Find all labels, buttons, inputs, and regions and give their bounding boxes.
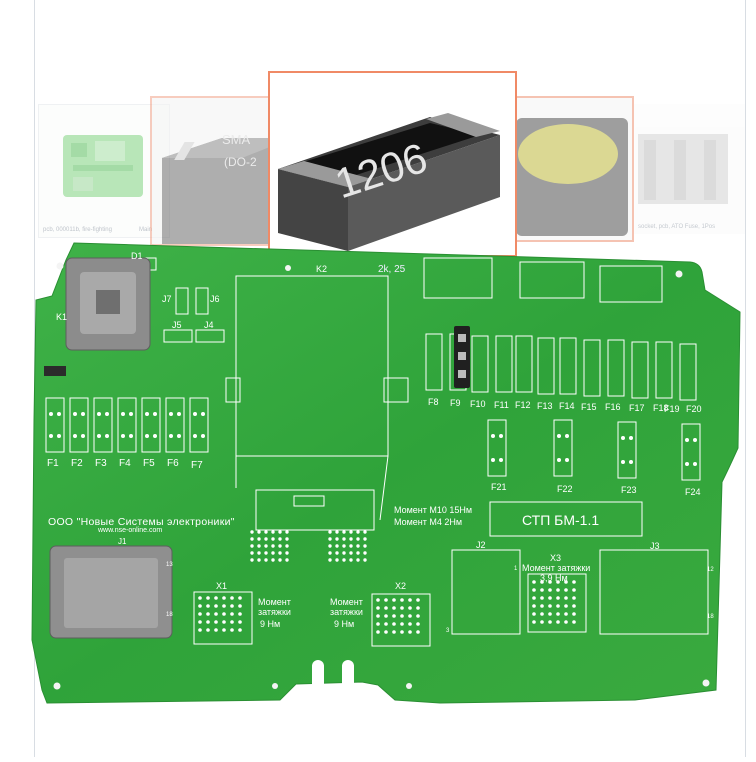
company-name: ООО "Новые Системы электроники" <box>48 516 235 528</box>
torque-m4: Момент М4 2Нм <box>394 517 463 527</box>
fuse-holder-icon <box>516 118 628 236</box>
window-border-right <box>745 0 746 757</box>
label-fuse-f18: F18 <box>653 403 669 413</box>
torque-m10: Момент М10 15Нм <box>394 505 473 515</box>
label-fuse-f10: F10 <box>470 399 486 409</box>
torque-x2-line1: Момент <box>330 597 363 607</box>
label-fuse-f16: F16 <box>605 402 621 412</box>
ato-socket-icon <box>638 134 728 204</box>
label-fuse-f7: F7 <box>191 460 203 471</box>
label-j6: J6 <box>210 294 220 304</box>
label-fuse-f3: F3 <box>95 458 107 469</box>
resistor-1206-icon: 1206 <box>278 113 500 251</box>
x3-torque-line2: 3,9 Нм <box>540 573 568 583</box>
label-j4: J4 <box>204 320 214 330</box>
label-partial: 2k, 25 <box>378 264 406 275</box>
label-fuse-f22: F22 <box>557 484 573 494</box>
label-fuse-f21: F21 <box>491 482 507 492</box>
x3-torque-line1: Момент затяжки <box>522 563 591 573</box>
label-fuse-f23: F23 <box>621 485 637 495</box>
thumbnail-fuse-holder[interactable] <box>508 96 634 242</box>
label-fuse-f4: F4 <box>119 458 131 469</box>
label-fuse-f14: F14 <box>559 401 575 411</box>
label-x3: X3 <box>550 553 562 563</box>
company-website: www.nse-online.com <box>98 527 163 534</box>
thumbnail-pcb-board[interactable]: pcb, 000011b, fire-fighting Main <box>38 104 170 238</box>
torque-x2-line2: затяжки <box>330 607 363 617</box>
thumbnail-ato-fuse-socket[interactable]: socket, pcb, ATO Fuse, 1Pos <box>634 104 745 234</box>
thumbnail-sma-diode[interactable]: SMA (DO-2 <box>150 96 290 246</box>
label-fuse-f15: F15 <box>581 402 597 412</box>
torque-x1-line2: затяжки <box>258 607 291 617</box>
label-j7: J7 <box>162 294 172 304</box>
small-smd-part <box>44 366 66 376</box>
label-fuse-f20: F20 <box>686 404 702 414</box>
connector-k2-header <box>454 326 470 388</box>
label-fuse-f11: F11 <box>494 400 509 410</box>
label-j1-pin18: 18 <box>166 612 173 618</box>
thumbnail-caption: socket, pcb, ATO Fuse, 1Pos <box>638 224 716 230</box>
label-j5: J5 <box>172 320 182 330</box>
label-x2: X2 <box>395 581 407 591</box>
label-fuse-f8: F8 <box>428 397 439 407</box>
label-fuse-f2: F2 <box>71 458 83 469</box>
label-fuse-f9: F9 <box>450 398 461 408</box>
label-fuse-f12: F12 <box>515 400 531 410</box>
mounting-holes <box>53 262 710 690</box>
sma-label-2: (DO-2 <box>224 155 257 169</box>
label-fuse-f24: F24 <box>685 487 701 497</box>
label-j3-pin18: 18 <box>707 614 714 620</box>
torque-x1-line3: 9 Нм <box>260 619 281 629</box>
label-fuse-f5: F5 <box>143 458 155 469</box>
torque-x2-line3: 9 Нм <box>334 619 355 629</box>
label-fuse-f6: F6 <box>167 458 179 469</box>
label-x1: X1 <box>216 581 228 591</box>
label-j2-pin1: 1 <box>514 566 518 572</box>
sma-diode-icon: SMA (DO-2 <box>162 132 288 244</box>
label-j1: J1 <box>118 537 127 546</box>
label-j3: J3 <box>650 541 660 551</box>
label-j2-pin3: 3 <box>446 628 450 634</box>
slot-2 <box>342 660 354 694</box>
label-fuse-f17: F17 <box>629 403 645 413</box>
slot-1 <box>312 660 324 694</box>
torque-x1-line1: Момент <box>258 597 291 607</box>
pcb-thumbnail-icon <box>63 135 143 197</box>
label-j2: J2 <box>476 540 486 550</box>
label-k2: K2 <box>316 264 328 274</box>
label-j3-pin12: 12 <box>707 567 714 573</box>
label-fuse-f1: F1 <box>47 458 59 469</box>
connector-k1 <box>65 257 151 351</box>
label-fuse-f19: F19 <box>664 404 680 414</box>
pad-grids <box>198 530 576 634</box>
label-k1: K1 <box>56 312 68 322</box>
label-fuse-f13: F13 <box>537 401 553 411</box>
thumbnail-caption-2: Main <box>139 227 153 233</box>
fuse-pads <box>49 412 697 466</box>
thumbnail-caption: pcb, 000011b, fire-fighting <box>43 227 112 233</box>
connector-j1 <box>49 545 173 639</box>
board-title: СТП БМ-1.1 <box>522 512 600 528</box>
sma-label: SMA <box>222 132 251 147</box>
label-j1-pin13: 13 <box>166 562 173 568</box>
label-d1: D1 <box>131 251 143 261</box>
